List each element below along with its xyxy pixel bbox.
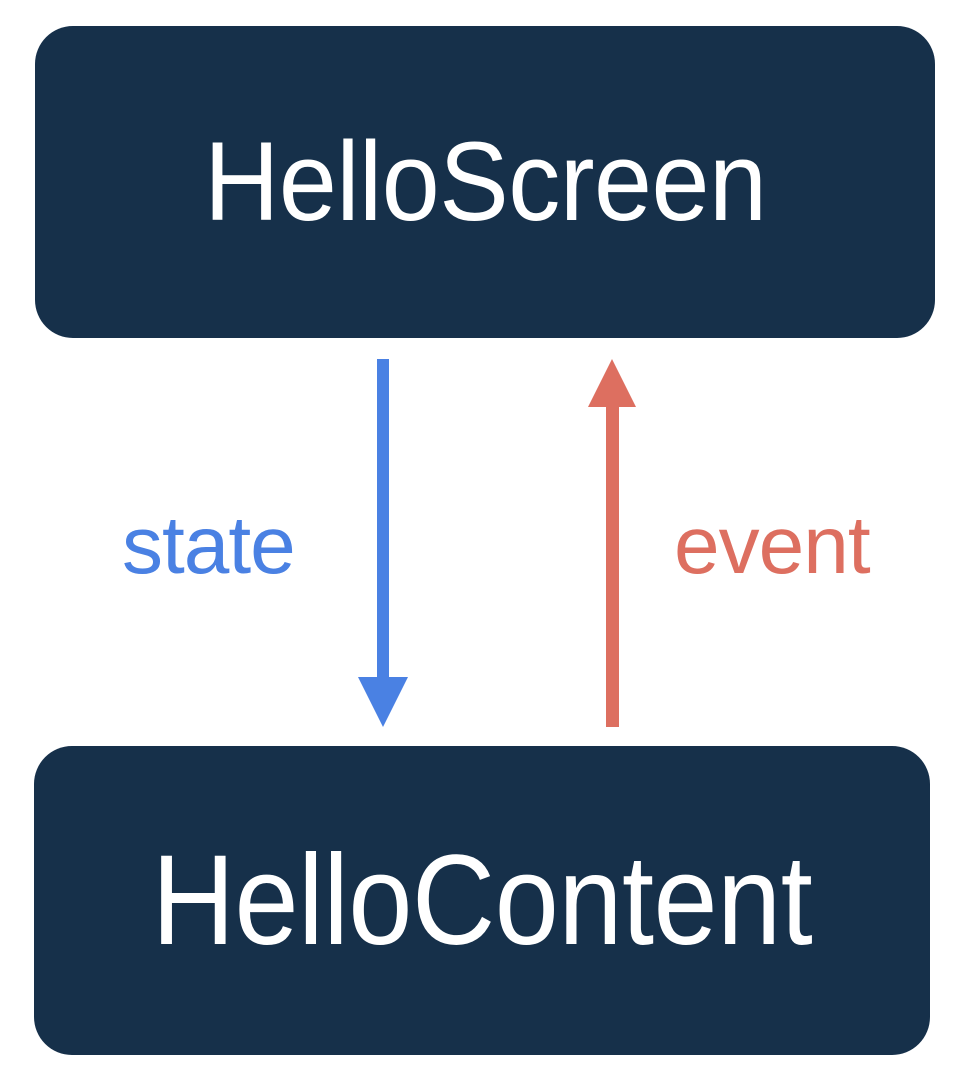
event-arrow-up-icon — [588, 359, 636, 727]
event-arrow-head — [588, 359, 636, 407]
state-arrow-down-icon — [358, 359, 408, 727]
state-edge-label: state — [122, 500, 296, 591]
event-arrow-shaft — [606, 407, 619, 727]
state-arrow-head — [358, 677, 408, 727]
node-hello-screen-label: HelloScreen — [203, 119, 767, 244]
node-hello-content[interactable]: HelloContent — [34, 746, 930, 1055]
node-hello-content-label: HelloContent — [151, 828, 813, 972]
state-arrow-shaft — [377, 359, 389, 678]
event-edge-label: event — [674, 500, 871, 591]
node-hello-screen[interactable]: HelloScreen — [35, 26, 935, 338]
